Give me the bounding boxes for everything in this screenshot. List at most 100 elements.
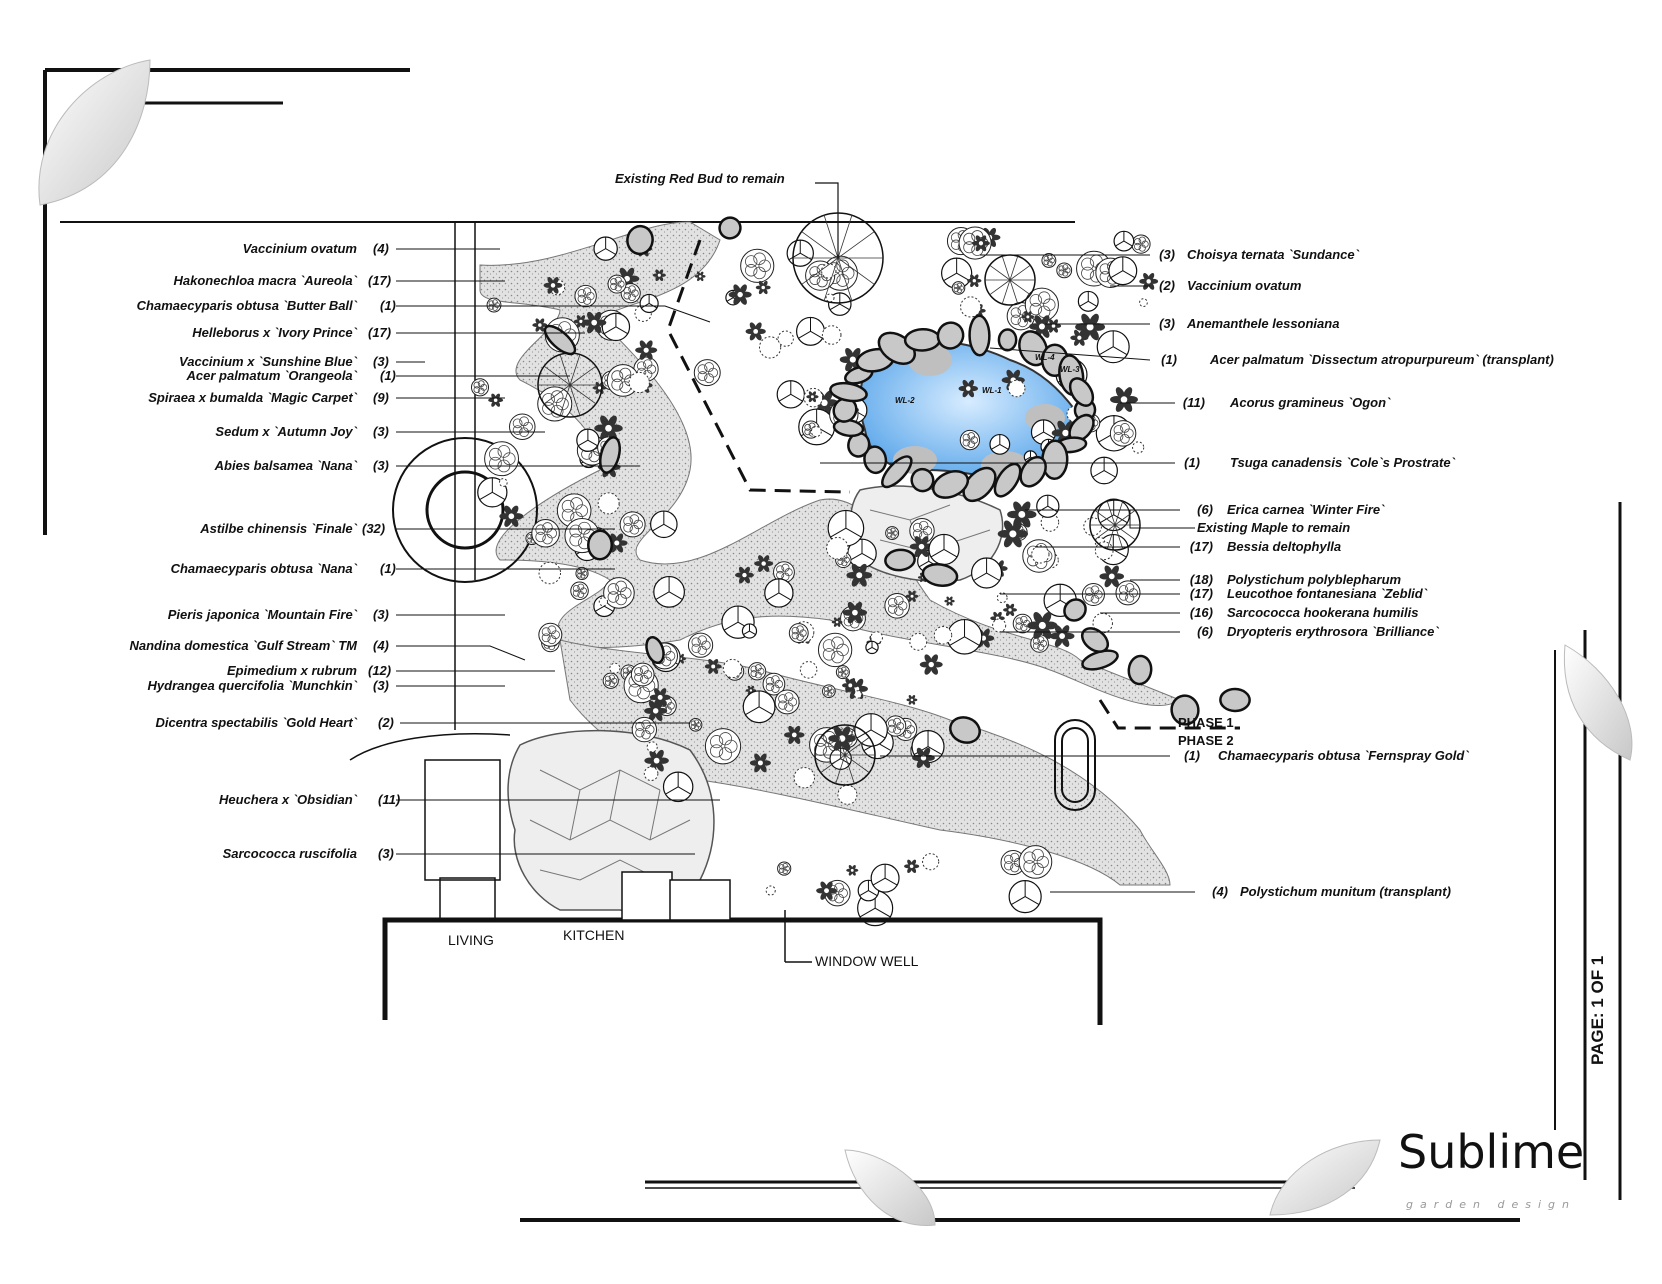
plant-symbol (646, 741, 658, 753)
plant-symbol (735, 566, 754, 584)
plant-symbol (650, 510, 678, 539)
boulder (1170, 694, 1200, 726)
room-living-label: LIVING (448, 932, 494, 948)
plant-symbol (793, 766, 816, 789)
plant-label: Acer palmatum `Orangeola` (186, 368, 358, 383)
plant-symbol (1110, 387, 1138, 412)
plant-symbol (928, 533, 960, 566)
plant-symbol (1108, 256, 1138, 286)
pond-tag-wl3: WL-3 (1060, 365, 1080, 374)
plant-label: Hydrangea quercifolia `Munchkin` (148, 678, 358, 693)
plant-symbol (575, 566, 589, 581)
plant-symbol (971, 557, 1003, 589)
boulder (993, 462, 1022, 498)
plant-label: Sarcococca ruscifolia (223, 846, 357, 861)
plant-symbol (1049, 625, 1075, 648)
plant-symbol (905, 590, 919, 602)
plant-label: Sedum x `Autumn Joy` (215, 424, 357, 439)
plant-symbol (704, 659, 722, 674)
plant-symbol (593, 236, 618, 261)
sheet-border (43, 68, 1622, 1222)
plant-symbol (822, 684, 836, 699)
plant-symbol (827, 509, 865, 547)
plant-symbol (795, 316, 826, 346)
plant-symbol (749, 753, 771, 773)
plant-symbol (576, 428, 600, 452)
plant-symbol (799, 661, 818, 679)
plant-symbol (486, 297, 502, 313)
plant-qty: (1) (380, 561, 396, 576)
plant-qty: (3) (1159, 316, 1175, 331)
window-well-label: WINDOW WELL (815, 953, 919, 969)
plant-symbol (694, 271, 706, 282)
flagstone-joints (529, 504, 991, 881)
right-plant-labels: (3) Choisya ternata `Sundance` (2) Vacci… (1159, 247, 1554, 899)
right-leader-lines (820, 254, 1195, 893)
plant-label: Nandina domestica `Gulf Stream` TM (129, 638, 358, 653)
plant-qty: (1) (380, 298, 396, 313)
plant-symbol (816, 881, 837, 900)
plant-symbol (758, 336, 782, 359)
boulders (543, 216, 1251, 744)
left-plant-labels: Vaccinium ovatum (4) Hakonechloa macra `… (129, 241, 400, 861)
plant-symbol (826, 536, 849, 560)
plant-symbol (1008, 879, 1042, 914)
plant-label: Sarcococca hookerana humilis (1227, 605, 1418, 620)
plant-symbol (837, 784, 858, 805)
plant-symbol (764, 578, 794, 608)
plant-symbol (597, 492, 620, 515)
plant-symbol (631, 716, 658, 743)
plant-symbol (538, 561, 562, 585)
boulder (599, 436, 621, 474)
plant-label: Tsuga canadensis `Cole`s Prostrate` (1230, 455, 1456, 470)
boulder (587, 529, 613, 561)
plant-symbol (644, 700, 668, 722)
boulder (1219, 687, 1251, 713)
plant-symbol (1021, 311, 1035, 323)
plant-symbol (842, 678, 859, 693)
plant-qty: (17) (1190, 539, 1213, 554)
plant-label: Chamaecyparis obtusa `Butter Ball` (137, 298, 358, 313)
plant-symbol (946, 618, 983, 655)
plant-symbol (745, 322, 766, 341)
plant-label: Choisya ternata `Sundance` (1187, 247, 1360, 262)
red-bud-note: Existing Red Bud to remain (615, 171, 785, 186)
plant-symbol (967, 274, 982, 288)
plant-label: Acorus gramineus `Ogon` (1229, 395, 1391, 410)
plant-symbol (996, 592, 1008, 604)
plant-symbol (1113, 230, 1135, 252)
plant-symbol (854, 713, 888, 747)
plant-symbol (885, 526, 900, 541)
plant-symbol (531, 519, 560, 548)
plant-symbol (762, 672, 786, 696)
plant-symbol (488, 393, 504, 407)
plant-symbol (773, 561, 795, 584)
plant-symbol (909, 632, 928, 651)
plant-label: Polystichum polyblepharum (1227, 572, 1402, 587)
plant-label: Polystichum munitum (transplant) (1240, 884, 1451, 899)
plant-symbol (639, 293, 659, 314)
plant-symbol (570, 581, 589, 601)
plant-symbol (498, 478, 508, 487)
boulder (1068, 377, 1095, 407)
plant-symbol (1041, 253, 1057, 268)
plant-symbol (909, 536, 934, 558)
plant-qty: (1) (1161, 352, 1177, 367)
tree-symbol (814, 724, 876, 786)
plant-symbol (1115, 580, 1141, 606)
plant-symbol (992, 618, 1007, 633)
phase-boundary (666, 239, 1240, 730)
plant-label: Astilbe chinensis `Finale` (199, 521, 357, 536)
plant-symbol (853, 690, 863, 699)
plant-qty: (3) (373, 354, 389, 369)
plant-symbol (989, 433, 1011, 455)
boulder (881, 455, 913, 489)
plant-symbol (1003, 603, 1017, 617)
plant-symbol (740, 248, 775, 283)
plant-symbol (958, 379, 979, 398)
plant-qty: (17) (368, 273, 391, 288)
plant-label: Hakonechloa macra `Aureola` (173, 273, 357, 288)
plant-qty: (6) (1197, 624, 1213, 639)
plant-qty: (3) (373, 607, 389, 622)
plant-symbol (509, 413, 536, 441)
